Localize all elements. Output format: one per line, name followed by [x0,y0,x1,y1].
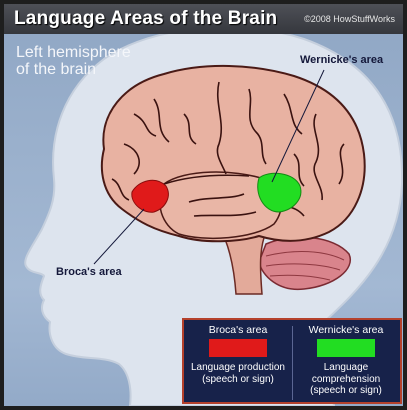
wernicke-area-highlight [257,172,302,213]
diagram-panel: Language Areas of the Brain ©2008 HowStu… [4,4,403,406]
legend-broca-description: Language production (speech or sign) [184,362,292,385]
legend-broca-line-1: Language production [191,362,285,373]
wernicke-leader-line [271,69,325,183]
legend-broca: Broca's area Language production (speech… [184,324,292,385]
legend-box: Broca's area Language production (speech… [182,318,402,404]
temporal-lobe [158,171,283,240]
copyright-text: ©2008 HowStuffWorks [304,14,395,24]
legend-divider [292,326,293,400]
page-title: Language Areas of the Brain [14,8,278,29]
legend-broca-line-2: (speech or sign) [202,373,274,385]
broca-area-highlight [131,179,169,213]
legend-wernicke: Wernicke's area Language comprehension (… [292,324,400,397]
brain-stem [217,225,268,295]
hemisphere-caption: Left hemisphere of the brain [16,44,166,78]
wernicke-label: Wernicke's area [300,54,384,66]
broca-label: Broca's area [56,266,122,278]
broca-leader-line [93,208,145,265]
cerebellum [258,236,352,291]
hemisphere-line-2: of the brain [16,61,97,78]
legend-wernicke-line-1: Language [323,362,369,373]
legend-wernicke-description: Language comprehension (speech or sign) [292,362,400,397]
legend-broca-swatch [209,339,267,357]
legend-broca-heading: Broca's area [208,324,268,336]
legend-wernicke-swatch [317,339,375,357]
legend-wernicke-line-3: (speech or sign) [310,385,382,396]
legend-wernicke-heading: Wernicke's area [308,324,384,336]
hemisphere-line-1: Left hemisphere [16,44,131,61]
legend-wernicke-line-2: comprehension [311,373,381,385]
brain-illustration [24,26,403,406]
brain-folds [111,81,345,217]
title-bar: Language Areas of the Brain ©2008 HowStu… [4,4,403,34]
